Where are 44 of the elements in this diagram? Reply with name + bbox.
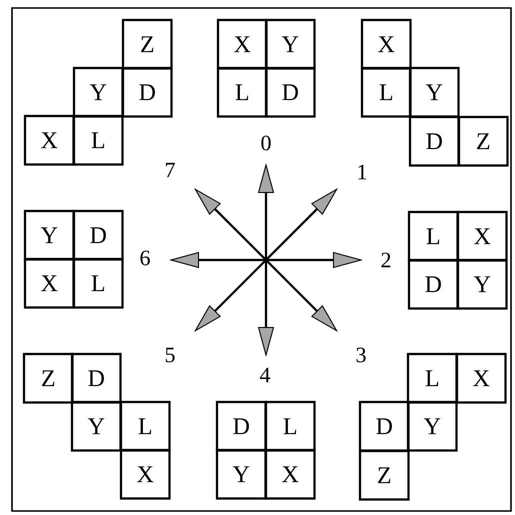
letter-cell: Z	[122, 18, 173, 70]
letter-cell: X	[456, 352, 507, 404]
direction-number: 4	[260, 368, 270, 382]
direction-number: 1	[358, 164, 366, 180]
letter-cell: D	[264, 66, 316, 118]
letter-cell: X	[264, 448, 316, 500]
letter-cell: L	[72, 258, 124, 309]
direction-number: 3	[356, 348, 366, 362]
letter-cell: X	[24, 114, 75, 166]
direction-number: 0	[261, 136, 271, 150]
letter-cell: L	[72, 114, 124, 166]
direction-number: 5	[166, 348, 175, 362]
letter-cell: Z	[22, 352, 74, 404]
letter-cell: Y	[216, 448, 267, 500]
letter-cell: Y	[264, 18, 316, 70]
letter-cell: D	[72, 210, 124, 261]
letter-cell: X	[216, 18, 268, 70]
letter-cell: L	[360, 66, 412, 118]
letter-cell: L	[216, 66, 268, 118]
letter-cell: Y	[72, 66, 124, 118]
letter-cell: D	[70, 352, 122, 404]
letter-cell: D	[122, 66, 173, 118]
letter-cell: Y	[456, 258, 508, 310]
letter-cell: X	[24, 258, 75, 309]
direction-number: 2	[382, 252, 390, 268]
letter-cell: L	[406, 352, 458, 404]
letter-cell: L	[408, 210, 459, 262]
letter-cell: Y	[70, 400, 122, 452]
letter-cell: X	[120, 448, 171, 500]
letter-cell: X	[360, 18, 412, 70]
letter-cell: Z	[358, 450, 410, 501]
letter-cell: Z	[458, 116, 509, 167]
direction-number: 7	[166, 162, 175, 178]
letter-cell: Y	[24, 210, 75, 261]
letter-cell: D	[358, 400, 410, 452]
letter-cell: Y	[408, 66, 460, 118]
letter-cell: D	[408, 258, 459, 310]
letter-cell: D	[408, 116, 460, 167]
letter-cell: X	[456, 210, 508, 262]
letter-cell: L	[264, 400, 316, 452]
letter-cell: Y	[406, 400, 458, 452]
letter-cell: D	[216, 400, 267, 452]
direction-number: 6	[140, 250, 150, 266]
letter-cell: L	[120, 400, 171, 452]
